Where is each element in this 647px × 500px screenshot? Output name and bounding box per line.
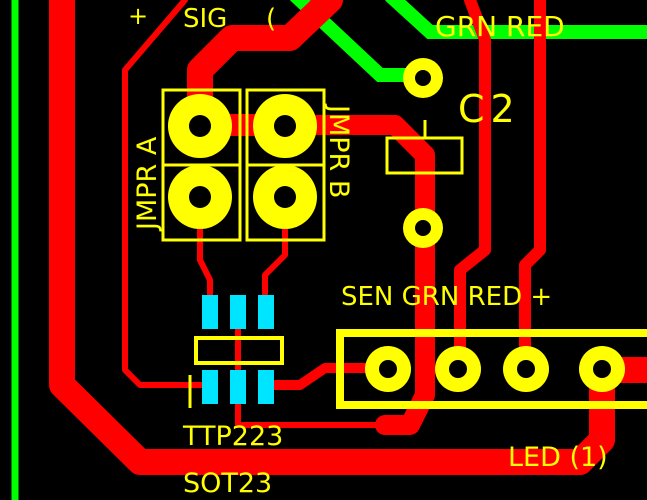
label-plus-top: + <box>128 2 148 30</box>
label-jmpr-b: JMPR B <box>323 103 354 198</box>
ttp223-pad-bottom-2 <box>230 370 246 404</box>
label-sig: SIG <box>183 4 227 34</box>
label-led-1: LED (1) <box>508 442 608 473</box>
jmpr-b-pad-top <box>253 94 317 158</box>
label-sen-grn-red: SEN GRN RED + <box>341 282 552 312</box>
red-trace-left-route <box>122 0 213 388</box>
red-trace-ic-center <box>235 297 388 428</box>
jmpr-a-pad-top <box>168 94 232 158</box>
label-jmpr-a: JMPR A <box>132 136 163 232</box>
ttp223-body-outline <box>194 336 284 365</box>
connector-pad-plus <box>579 346 625 392</box>
red-trace-grn <box>454 0 491 374</box>
connector-pad-red <box>503 346 549 392</box>
ttp223-pad-bottom-3 <box>258 370 274 404</box>
green-trace-grn <box>385 0 647 39</box>
ttp223-pad-bottom-1 <box>202 370 218 404</box>
through-hole-pads <box>168 58 625 392</box>
red-trace-power-loop <box>49 0 615 475</box>
connector-outline <box>336 329 647 409</box>
label-c2: C2 <box>458 87 521 131</box>
ttp223-pad-top-1 <box>202 295 218 329</box>
red-trace-sen <box>260 363 390 390</box>
c2-pad-bottom <box>403 208 443 248</box>
label-grn-red-top: GRN RED <box>435 10 565 43</box>
jmpr-a-pad-bottom <box>168 165 232 229</box>
smd-pads <box>202 295 274 404</box>
red-trace-sig <box>187 0 343 138</box>
silkscreen-layer <box>161 88 647 409</box>
silkscreen-text: + SIG ( GRN RED C2 JMPR A JMPR B SEN GRN… <box>128 2 608 499</box>
ttp223-pad-top-3 <box>258 295 274 329</box>
connector-pad-grn <box>435 346 481 392</box>
c2-pad-top <box>403 58 443 98</box>
red-trace-c2-route <box>270 115 435 435</box>
connector-pad-sen <box>365 346 411 392</box>
red-trace-red <box>519 0 546 374</box>
jmpr-b-pad-bottom <box>253 165 317 229</box>
label-sot23: SOT23 <box>183 468 272 499</box>
label-ttp223: TTP223 <box>182 421 283 452</box>
label-paren-top: ( <box>266 4 276 34</box>
ttp223-pad-top-2 <box>230 295 246 329</box>
